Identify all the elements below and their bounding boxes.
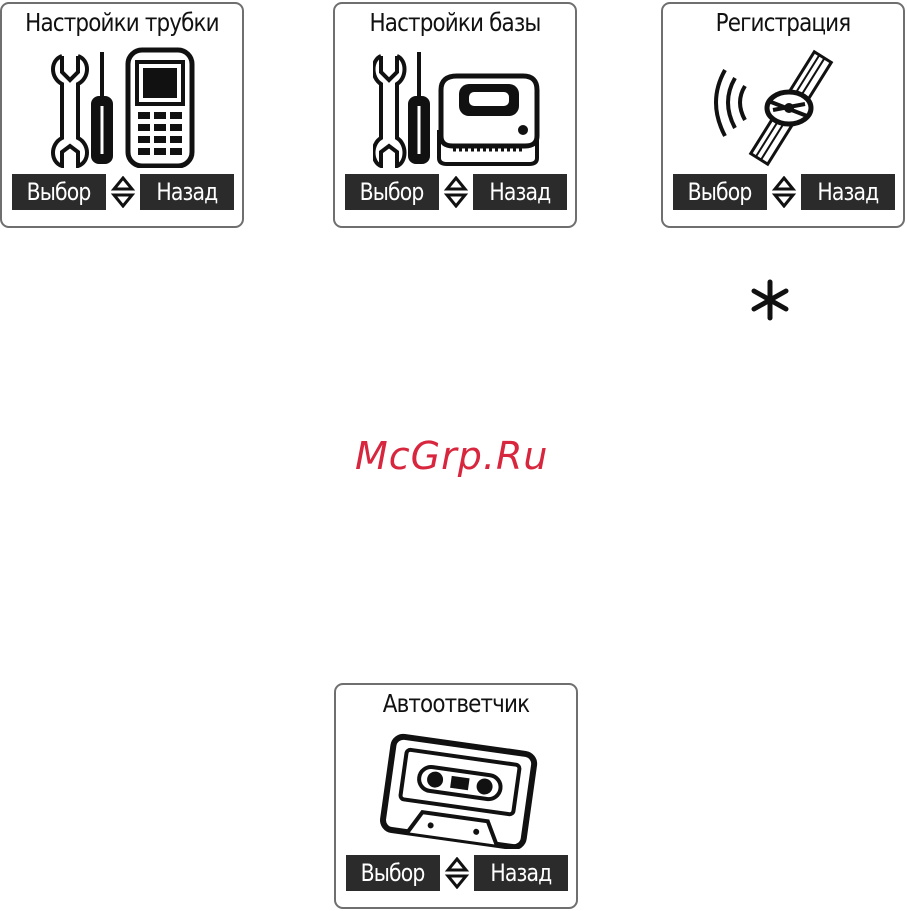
screen-title: Регистрация xyxy=(680,8,886,38)
menu-screen-base-settings: Настройки базы Выбор Назад xyxy=(333,2,577,228)
registration-signal-icon xyxy=(701,46,871,168)
cassette-tape-icon xyxy=(374,727,544,849)
back-softkey-label: Назад xyxy=(156,174,217,210)
screen-title: Настройки базы xyxy=(352,8,558,38)
select-softkey-label: Выбор xyxy=(360,174,424,210)
up-down-arrows-icon xyxy=(443,176,469,208)
back-softkey[interactable]: Назад xyxy=(473,174,567,210)
tools-base-station-icon xyxy=(373,46,543,168)
select-softkey[interactable]: Выбор xyxy=(12,174,106,210)
select-softkey-label: Выбор xyxy=(27,174,91,210)
screen-title: Настройки трубки xyxy=(19,8,225,38)
menu-screen-registration: Регистрация Выбор Назад xyxy=(661,2,905,228)
back-softkey-label: Назад xyxy=(817,174,878,210)
back-softkey-label: Назад xyxy=(489,174,550,210)
back-softkey[interactable]: Назад xyxy=(801,174,895,210)
back-softkey[interactable]: Назад xyxy=(140,174,234,210)
select-softkey-label: Выбор xyxy=(688,174,752,210)
tools-handset-icon xyxy=(40,46,210,168)
select-softkey-label: Выбор xyxy=(361,855,425,891)
up-down-arrows-icon xyxy=(444,857,470,889)
select-softkey[interactable]: Выбор xyxy=(346,855,440,891)
menu-screen-handset-settings: Настройки трубки Выбор Назад xyxy=(0,2,244,228)
menu-screen-answering-machine: Автоответчик Выбор Назад xyxy=(334,683,578,909)
back-softkey[interactable]: Назад xyxy=(474,855,568,891)
watermark-text: McGrp.Ru xyxy=(355,434,548,478)
up-down-arrows-icon xyxy=(110,176,136,208)
up-down-arrows-icon xyxy=(771,176,797,208)
back-softkey-label: Назад xyxy=(490,855,551,891)
select-softkey[interactable]: Выбор xyxy=(673,174,767,210)
select-softkey[interactable]: Выбор xyxy=(345,174,439,210)
asterisk-key-icon xyxy=(748,278,792,322)
screen-title: Автоответчик xyxy=(353,689,559,719)
